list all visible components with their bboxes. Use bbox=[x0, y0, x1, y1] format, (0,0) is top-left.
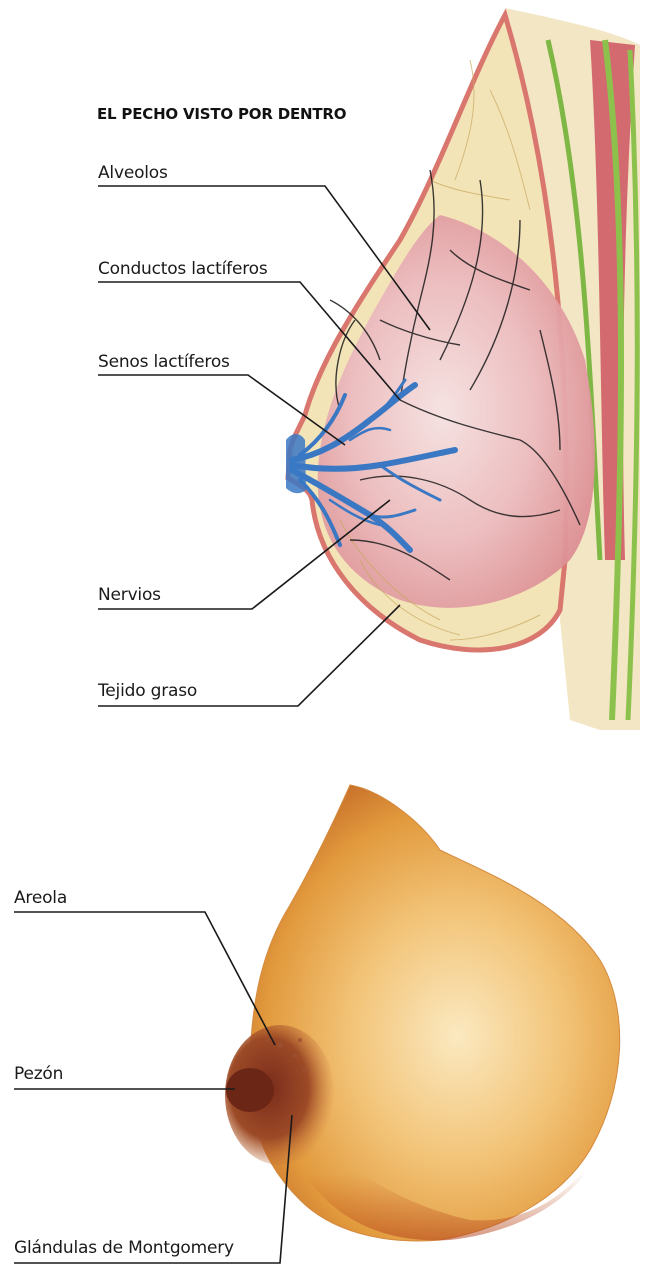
skin bbox=[233, 785, 619, 1241]
nipple-shape bbox=[226, 1068, 274, 1112]
label-nervios: Nervios bbox=[98, 585, 161, 605]
external-breast bbox=[225, 785, 620, 1241]
figure-title: EL PECHO VISTO POR DENTRO bbox=[97, 105, 346, 123]
label-tejido-graso: Tejido graso bbox=[98, 681, 197, 701]
label-alveolos: Alveolos bbox=[98, 163, 168, 183]
label-glandulas-montgomery: Glándulas de Montgomery bbox=[14, 1238, 234, 1258]
nipple-section bbox=[286, 434, 306, 493]
label-areola: Areola bbox=[14, 888, 67, 908]
label-pezon: Pezón bbox=[14, 1064, 63, 1084]
label-senos-lactiferos: Senos lactíferos bbox=[98, 352, 230, 372]
leader-areola bbox=[14, 912, 275, 1045]
label-conductos-lactiferos: Conductos lactíferos bbox=[98, 259, 267, 279]
